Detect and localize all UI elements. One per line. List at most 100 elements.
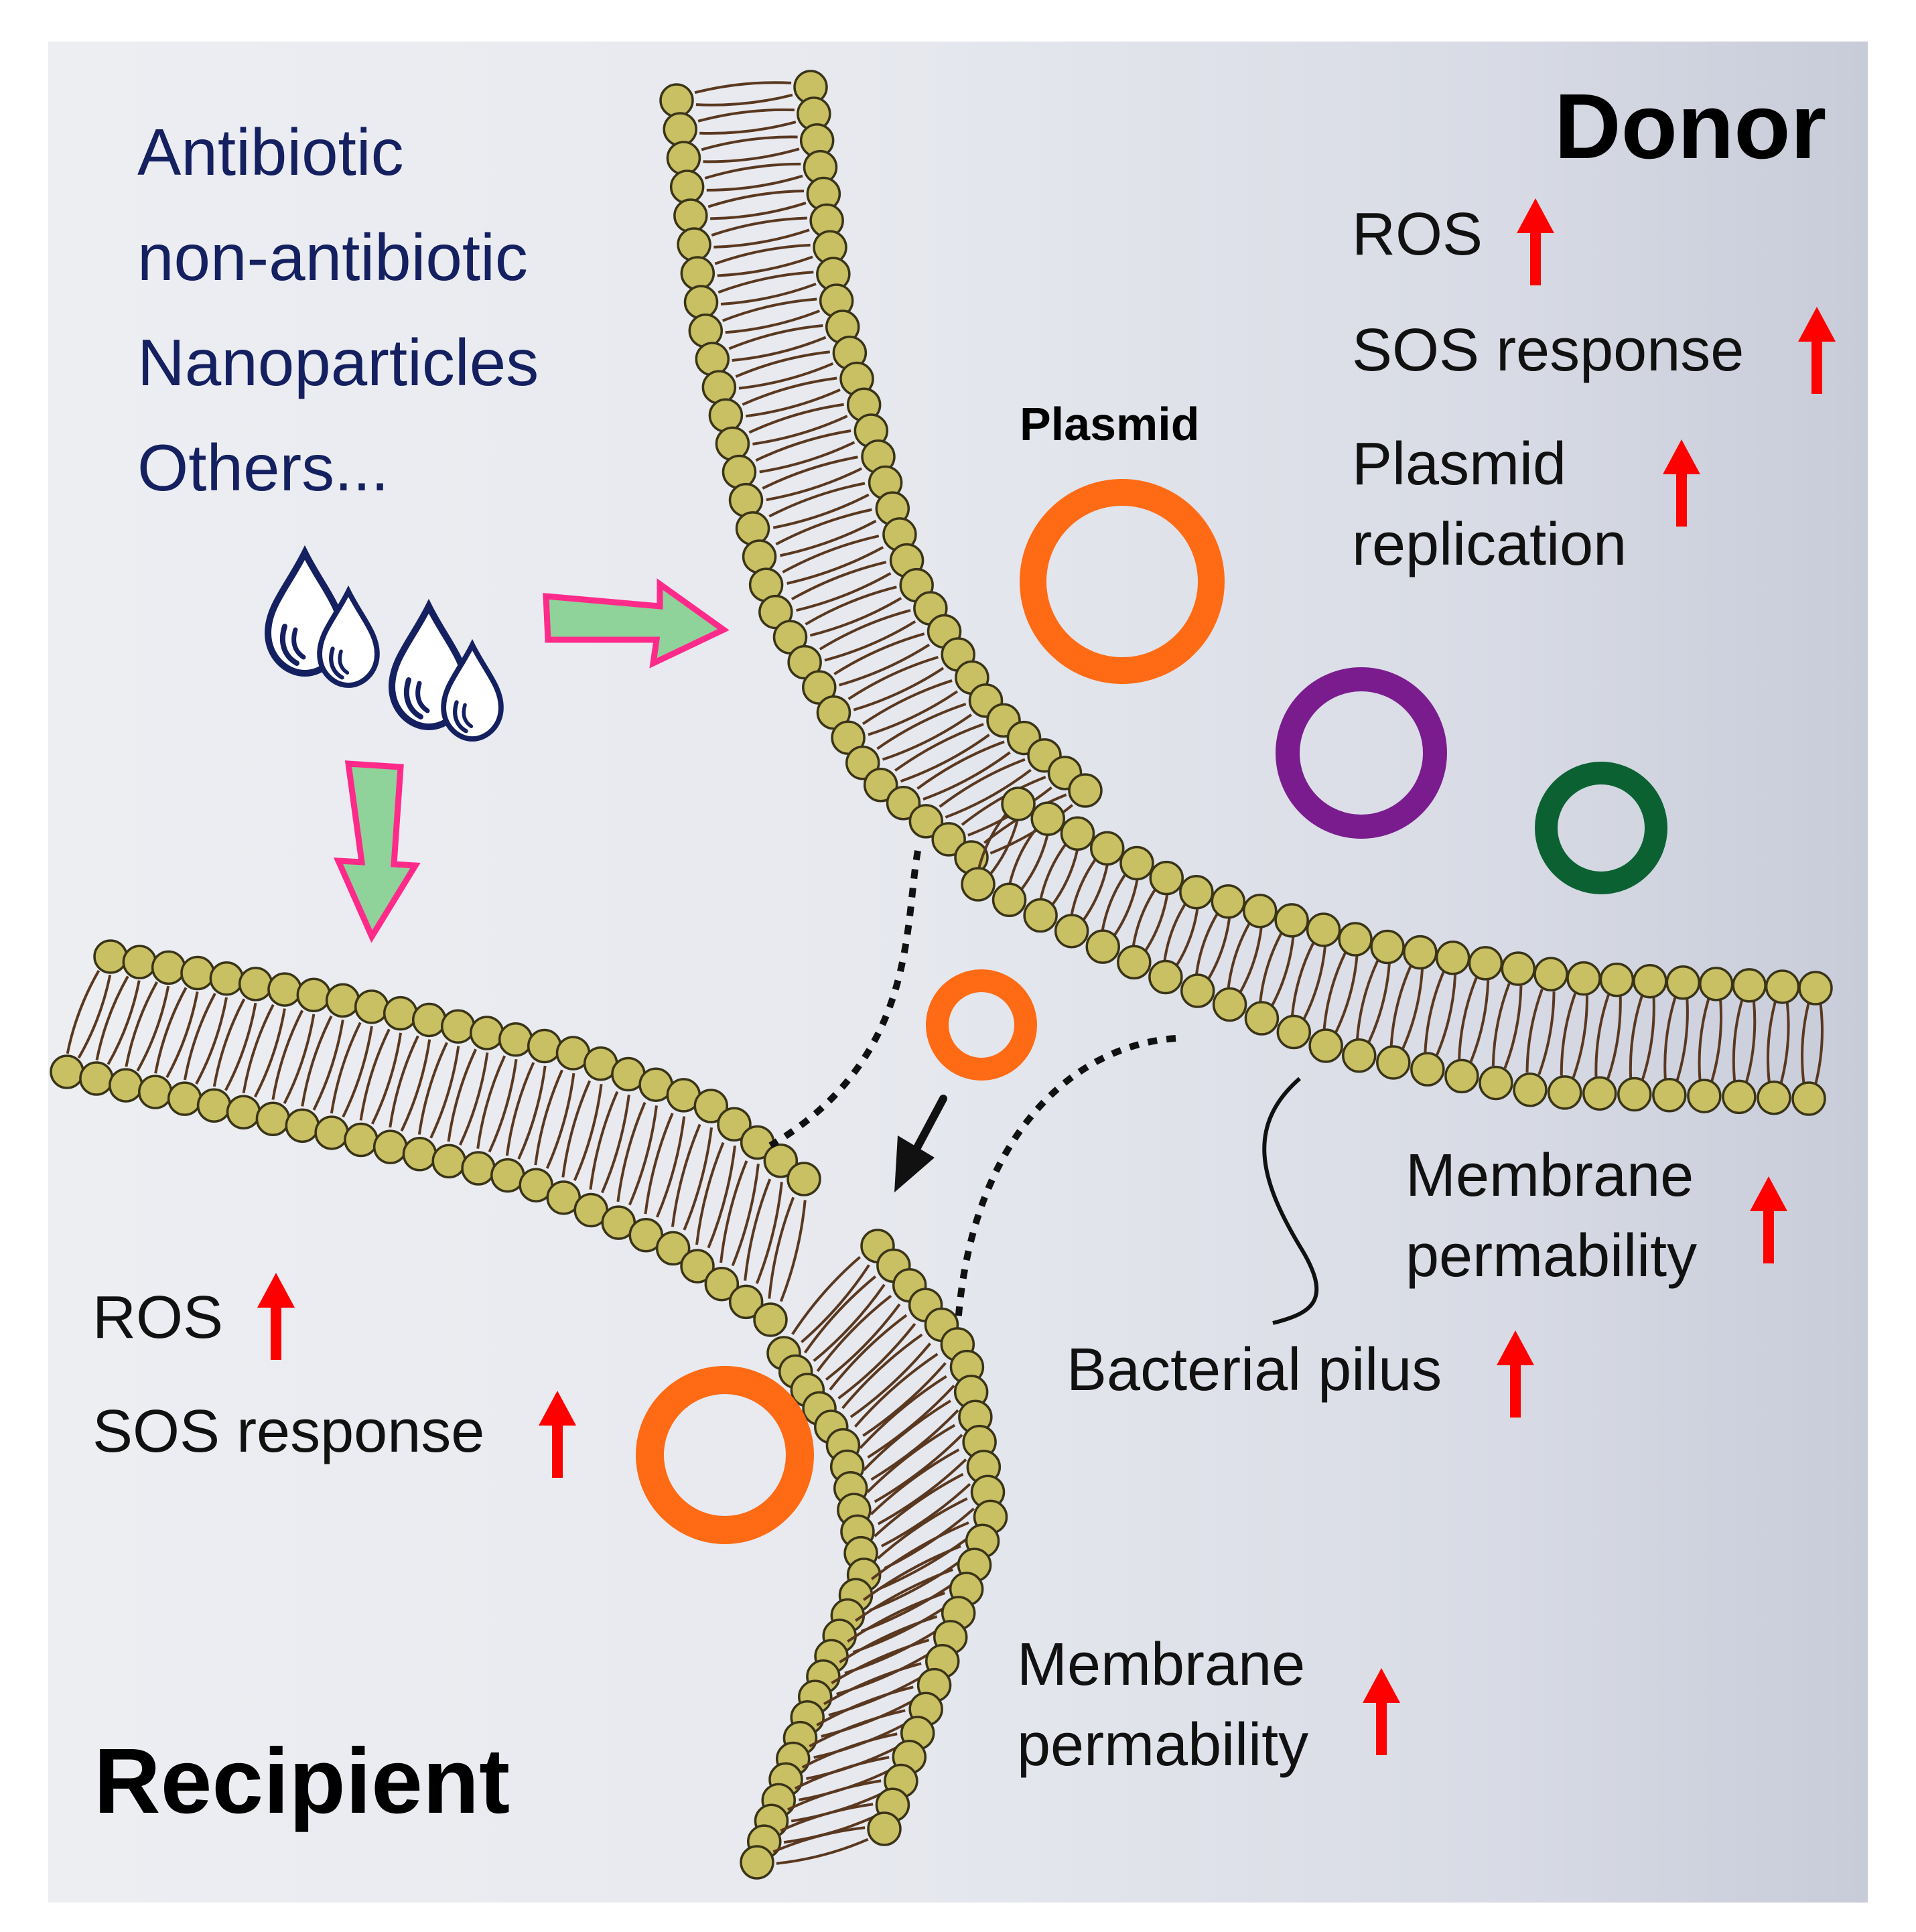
lipid-head	[1633, 963, 1667, 999]
lipid-tail	[1081, 861, 1109, 923]
recipient-sos-response: SOS response	[92, 1398, 485, 1465]
lipid-head	[1342, 1038, 1377, 1073]
recipient-membrane-lower	[740, 1229, 1008, 1880]
lipid-head	[1479, 1065, 1513, 1101]
lipid-head	[1149, 860, 1184, 896]
lipid-tail	[1732, 999, 1743, 1081]
lipid-tail	[882, 713, 973, 761]
lipid-tail	[1194, 911, 1220, 977]
plasmid-green	[1535, 762, 1667, 894]
plasmid-orange-recipient	[636, 1366, 814, 1544]
transfer-arrow-icon	[894, 1095, 947, 1192]
lipid-tail	[816, 1294, 892, 1373]
lipid-tail	[841, 1333, 923, 1409]
lipid-tail	[644, 1113, 674, 1215]
lipid-tail	[417, 1042, 448, 1135]
lipid-head	[1547, 1075, 1582, 1110]
lipid-head	[1179, 874, 1214, 910]
lipid-head	[1376, 1045, 1411, 1080]
lipid-tail	[573, 1083, 603, 1182]
lipid-tail	[695, 1142, 725, 1245]
lipid-head	[715, 426, 750, 462]
lipid-tail	[1594, 994, 1610, 1077]
increase-arrow-icon	[1363, 1668, 1400, 1755]
donor-replication: replication	[1352, 511, 1627, 578]
lipid-tail	[77, 974, 112, 1059]
lipid-head	[1444, 1058, 1479, 1094]
lipid-tail	[1008, 826, 1038, 886]
lipid-tail	[714, 243, 811, 265]
lipid-tail	[752, 415, 848, 445]
lipid-tail	[824, 620, 916, 662]
lipid-tail	[977, 811, 1009, 871]
lipid-head	[440, 1009, 476, 1044]
lipid-head	[1687, 1079, 1722, 1113]
lipid-head	[167, 1081, 202, 1116]
lipid-tail	[772, 493, 870, 529]
lipid-tail	[759, 441, 856, 474]
lipid-head	[498, 1022, 533, 1057]
lipid-head	[704, 1266, 740, 1302]
lipid-tail	[488, 1058, 518, 1153]
lipid-tail	[870, 1521, 969, 1580]
lipid-tail	[447, 1048, 478, 1142]
lipid-head	[1617, 1077, 1652, 1112]
lipid-tail	[1698, 998, 1710, 1080]
lipid-tail	[853, 1353, 939, 1428]
lipid-head	[1054, 914, 1089, 949]
donor-membrane-label: Membrane	[1406, 1142, 1694, 1209]
lipid-tail	[476, 1055, 506, 1149]
lipid-head	[863, 767, 898, 803]
lipid-head	[1244, 1001, 1280, 1036]
lipid-tail	[874, 1434, 963, 1503]
lipid-tail	[945, 768, 1032, 819]
lipid-tail	[801, 1732, 898, 1769]
lipid-tail	[1606, 996, 1622, 1079]
lipid-head	[527, 1028, 562, 1064]
exposure-arrow-icon	[543, 578, 730, 669]
lipid-tail	[389, 1035, 419, 1128]
lipid-head	[1722, 1079, 1757, 1115]
lipid-tail	[534, 1069, 563, 1166]
lipid-head	[688, 314, 724, 348]
lipid-tail	[779, 1200, 807, 1302]
lipid-tail	[1259, 931, 1284, 1004]
lipid-tail	[791, 1791, 886, 1823]
lipid-tail	[616, 1101, 646, 1202]
lipid-tail	[1019, 832, 1050, 892]
lipid-tail	[1503, 985, 1523, 1069]
lipid-head	[1468, 946, 1503, 981]
lipid-head	[1501, 951, 1535, 986]
lipid-head	[1274, 903, 1309, 938]
lipid-head	[659, 83, 694, 118]
lipid-tail	[701, 135, 798, 151]
lipid-tail	[107, 980, 141, 1065]
lipid-head	[666, 141, 701, 176]
lipid-head	[138, 1075, 173, 1109]
lipid-head	[786, 1162, 821, 1196]
lipid-tail	[780, 1803, 874, 1832]
lipid-head	[1757, 1080, 1791, 1115]
lipid-head	[695, 342, 730, 376]
lipid-head	[1370, 929, 1405, 965]
lipid-head	[1242, 894, 1278, 928]
lipid-tail	[839, 1615, 938, 1664]
lipid-tail	[1537, 991, 1556, 1075]
lipid-tail	[880, 1482, 971, 1547]
lipid-tail	[458, 1052, 489, 1146]
lipid-tail	[725, 309, 821, 334]
lipid-head	[267, 972, 302, 1007]
lipid-head	[1698, 967, 1734, 1002]
lipid-tail	[776, 1838, 869, 1865]
lipid-tail	[1290, 941, 1315, 1016]
lipid-tail	[125, 981, 159, 1067]
lipid-tail	[1302, 945, 1327, 1020]
lipid-head	[461, 1151, 496, 1186]
lipid-tail	[1436, 974, 1457, 1056]
plasmid-label: Plasmid	[1020, 398, 1200, 450]
lipid-head	[663, 112, 697, 147]
lipid-tail	[780, 519, 877, 557]
lipid-head	[680, 1249, 715, 1284]
lipid-tail	[703, 147, 800, 163]
lipid-tail	[717, 271, 814, 294]
